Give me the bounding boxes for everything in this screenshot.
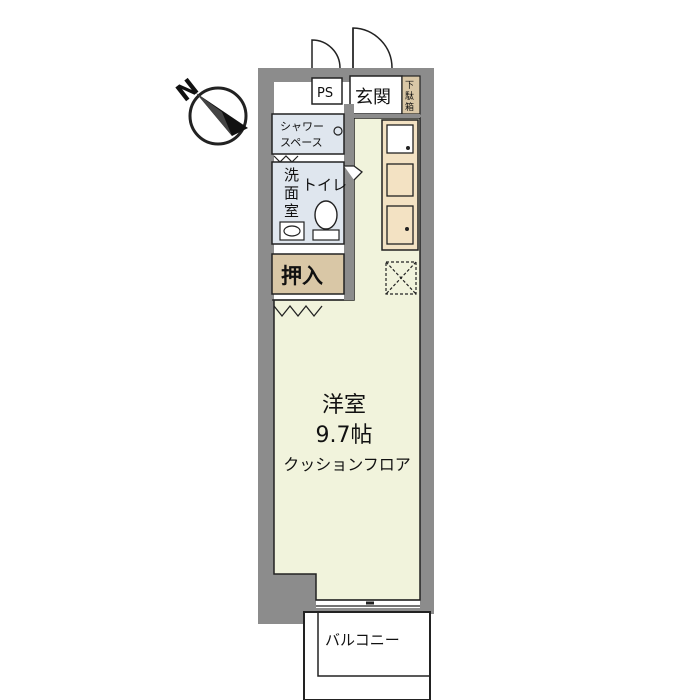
shoe-box-label-3: 箱 [405,101,414,113]
shower-space [271,113,345,155]
sink-drain-icon [406,146,410,150]
north-arrow-tail [196,93,232,136]
closet-label: 押入 [281,264,323,288]
compass: N [171,73,248,146]
toilet-icon [314,200,338,230]
wall-left [258,68,274,624]
stove-upper-icon [386,163,414,197]
front-door [352,27,393,69]
ps-door [311,39,341,69]
room-name: 洋室 [322,393,366,418]
room-floor-type: クッションフロア [283,455,411,474]
balcony: バルコニー [303,611,431,700]
entrance-step-line [354,114,420,118]
wall-right [420,68,434,613]
ps-label: PS [317,86,333,101]
sink-icon [279,221,305,241]
shower-door-folding [273,155,299,163]
washroom-label-1: 洗 [284,166,299,184]
stove-lower-icon [386,205,414,245]
washroom-label-3: 室 [284,202,299,220]
partition-wall-vertical [344,104,354,300]
appliance-space [385,261,417,295]
ps-box [311,77,343,105]
toilet-label: トイレ [302,176,347,194]
stove-knob-icon [405,227,409,231]
shower-space-label-1: シャワー [280,120,324,133]
shower-space-label-2: スペース [280,136,323,149]
shoe-box-label-2: 駄 [405,90,414,102]
room-size: 9.7帖 [316,423,373,448]
closet [271,253,345,295]
entrance-label: 玄関 [355,87,391,108]
washroom-door [344,165,363,181]
balcony-outline [303,611,431,700]
balcony-label: バルコニー [325,631,400,649]
kitchen-unit [381,119,419,251]
shoe-box-label-1: 下 [405,81,414,91]
balcony-window [316,599,420,607]
washroom-label-2: 面 [284,184,299,202]
shower-head-icon [333,126,343,136]
sink-bowl-icon [283,225,301,237]
toilet-tank-icon [312,229,340,241]
balcony-railing [317,612,430,677]
closet-doors-folding [273,304,323,318]
